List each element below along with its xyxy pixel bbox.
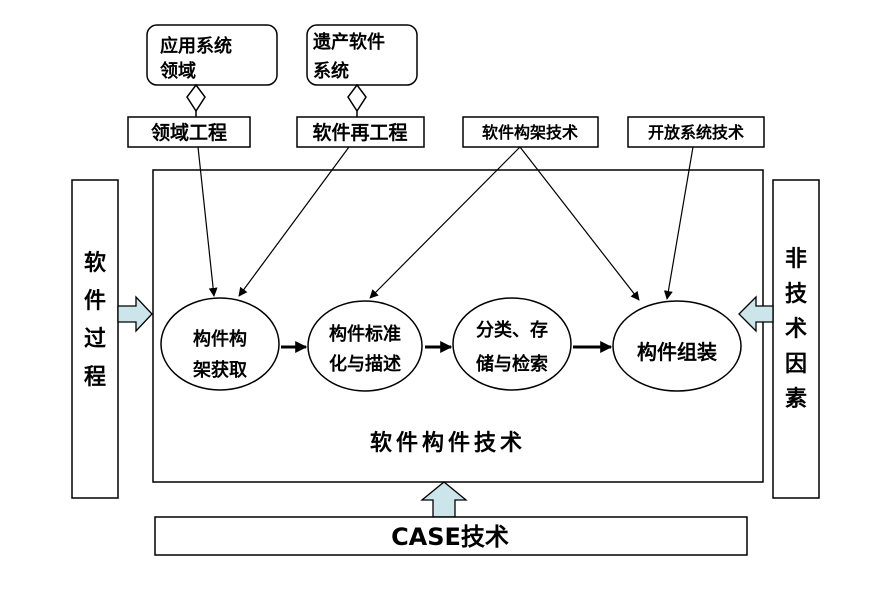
standardization-line1: 构件标准 [329,323,401,345]
standardization-ellipse [307,300,423,392]
classification-ellipse [452,297,572,391]
classification-line1: 分类、存 [476,319,548,341]
legacy-software-box [306,24,418,86]
software-process-char-1: 软 [84,250,106,276]
standardization-line2: 化与描述 [329,353,401,375]
non-technical-char-1: 非 [785,247,807,272]
software-reengineering-label: 软件再工程 [312,121,407,144]
case-tech-bar [154,516,748,556]
app-domain-diamond [186,83,206,113]
case-tech-label: CASE技术 [391,523,509,551]
acquisition-ellipse [160,297,280,391]
classification-line2: 储与检索 [475,353,548,375]
architecture-to-assembly-arrow [519,146,640,301]
architecture-to-standardization-arrow [369,146,521,299]
non-technical-char-3: 术 [785,317,807,342]
software-architecture-tech-box [462,116,599,148]
app-domain-line2: 领域 [160,60,196,82]
app-domain-line1: 应用系统 [160,35,232,57]
software-process-char-4: 程 [84,365,106,390]
assembly-line1: 构件组装 [637,340,717,364]
main-title: 软件构件技术 [370,430,526,456]
non-technical-factors-bar [772,179,820,499]
legacy-software-diamond [347,83,367,113]
software-process-bar [71,179,119,499]
domain-engineering-arrow [197,146,218,297]
legacy-software-line1: 遗产软件 [312,31,385,53]
software-reengineering-arrow [238,146,350,297]
software-process-char-2: 件 [84,289,106,314]
non-technical-char-5: 素 [785,386,807,412]
open-system-tech-label: 开放系统技术 [648,123,744,142]
software-reengineering-box [296,116,425,148]
acquisition-line2: 架获取 [193,359,248,381]
software-process-char-3: 过 [84,327,106,352]
main-frame [152,169,764,483]
non-technical-block-arrow [738,295,774,333]
open-system-tech-box [627,116,765,148]
software-process-block-arrow [117,295,153,333]
non-technical-char-4: 因 [785,352,807,377]
app-domain-box [146,24,278,86]
domain-engineering-box [127,116,251,148]
open-system-to-assembly-arrow [663,146,694,300]
acquisition-line1: 构件构 [193,328,247,350]
non-technical-char-2: 技 [785,282,808,307]
assembly-ellipse [612,300,742,392]
case-block-arrow [420,481,468,518]
software-architecture-tech-label: 软件构架技术 [482,123,578,142]
legacy-software-line2: 系统 [313,60,349,82]
domain-engineering-label: 领域工程 [151,121,227,144]
